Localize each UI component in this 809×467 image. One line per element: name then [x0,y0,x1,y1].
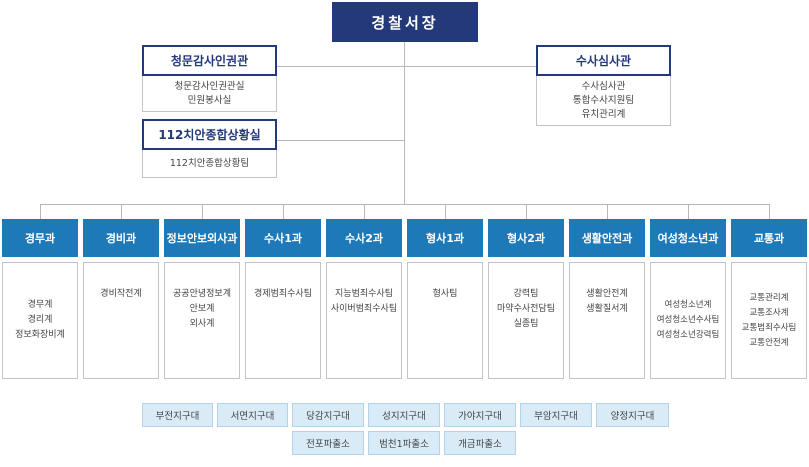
dept-items-investigation-1: 경제범죄수사팀 [245,262,321,379]
dept-item: 교통조사계 [749,307,789,318]
dept-title: 형사1과 [425,232,464,245]
dept-box-criminal-1: 형사1과 [407,219,483,257]
dept-items-security: 경비작전계 [83,262,159,379]
connector-dept-drop [688,204,689,219]
dept-item: 경제범죄수사팀 [254,289,312,299]
patrol-post: 당감지구대 [292,403,364,427]
dept-title: 경무과 [24,232,56,245]
dept-box-general-affairs: 경무과 [2,219,78,257]
dept-box-criminal-2: 형사2과 [488,219,564,257]
staff-box-112: 112치안종합상황실 [142,119,277,150]
dept-item: 경비작전계 [100,289,142,299]
dept-item: 공공안녕정보계 [173,289,231,299]
dept-item: 정보화장비계 [15,330,65,340]
staff-items-audit: 청문감사인권관실 민원봉사실 [142,76,277,112]
dept-item: 마약수사전담팀 [497,304,555,314]
staff-item: 수사심사관 [581,80,626,92]
dept-items-criminal-2: 강력팀 마약수사전담팀 실종팀 [488,262,564,379]
staff-box-audit: 청문감사인권관 [142,45,277,76]
connector-dept-drop [202,204,203,219]
dept-items-traffic: 교통관리계 교통조사계 교통범죄수사팀 교통안전계 [731,262,807,379]
dept-item: 여성청소년강력팀 [656,330,720,340]
patrol-post: 개금파출소 [444,431,516,455]
staff-box-investigation-review: 수사심사관 [536,45,671,76]
dept-box-security: 경비과 [83,219,159,257]
dept-title: 생활안전과 [581,232,633,245]
staff-title: 청문감사인권관 [170,54,249,68]
dept-item: 여성청소년계 [664,300,712,310]
dept-item: 지능범죄수사팀 [335,289,393,299]
dept-items-general-affairs: 경무계 경리계 정보화장비계 [2,262,78,379]
connector-dept-drop [445,204,446,219]
dept-title: 여성청소년과 [657,232,719,245]
dept-item: 안보계 [189,304,215,314]
staff-item: 통합수사지원팀 [572,94,635,106]
chief-box: 경찰서장 [332,2,478,42]
patrol-post: 서면지구대 [217,403,288,427]
connector-dept-drop [607,204,608,219]
dept-item: 경리계 [27,315,53,325]
dept-title: 경비과 [105,232,137,245]
connector-dept-drop [526,204,527,219]
connector-dept-drop [40,204,41,219]
dept-title: 형사2과 [506,232,545,245]
dept-item: 사이버범죄수사팀 [330,304,398,314]
patrol-post: 부전지구대 [142,403,213,427]
dept-item: 실종팀 [513,319,539,329]
patrol-post: 성지지구대 [368,403,440,427]
staff-item: 청문감사인권관실 [174,80,245,92]
dept-title: 수사2과 [344,232,383,245]
staff-title: 112치안종합상황실 [158,128,261,142]
dept-item: 강력팀 [513,289,539,299]
dept-item: 경무계 [27,300,53,310]
connector-dept-drop [769,204,770,219]
dept-title: 수사1과 [263,232,302,245]
dept-items-intelligence: 공공안녕정보계 안보계 외사계 [164,262,240,379]
staff-item: 민원봉사실 [187,94,232,106]
dept-item: 교통관리계 [749,292,789,303]
dept-items-women-youth: 여성청소년계 여성청소년수사팀 여성청소년강력팀 [650,262,726,379]
dept-box-investigation-2: 수사2과 [326,219,402,257]
staff-items-investigation-review: 수사심사관 통합수사지원팀 유치관리계 [536,76,671,126]
connector-main-vertical [404,42,405,204]
connector-dept-drop [364,204,365,219]
staff-title: 수사심사관 [575,54,632,68]
dept-items-criminal-1: 형사팀 [407,262,483,379]
patrol-post: 전포파출소 [292,431,364,455]
dept-item: 생활질서계 [586,304,628,314]
connector-dept-drop [283,204,284,219]
dept-item: 여성청소년수사팀 [656,315,720,325]
dept-items-investigation-2: 지능범죄수사팀 사이버범죄수사팀 [326,262,402,379]
patrol-post: 범천1파출소 [368,431,440,455]
dept-item: 교통안전계 [749,337,789,348]
staff-items-112: 112치안종합상황팀 [142,150,277,178]
dept-item: 생활안전계 [586,289,628,299]
patrol-post: 양정지구대 [596,403,669,427]
connector-staff-horizontal [210,66,610,67]
dept-box-community-safety: 생활안전과 [569,219,645,257]
connector-dept-horizontal [41,204,770,205]
dept-title: 정보안보외사과 [166,232,238,245]
dept-box-intelligence: 정보안보외사과 [164,219,240,257]
dept-box-investigation-1: 수사1과 [245,219,321,257]
dept-box-women-youth: 여성청소년과 [650,219,726,257]
connector-dept-drop [121,204,122,219]
dept-title: 교통과 [753,232,785,245]
dept-items-community-safety: 생활안전계 생활질서계 [569,262,645,379]
staff-item: 112치안종합상황팀 [169,157,250,169]
dept-item: 교통범죄수사팀 [741,322,797,333]
connector-staff2-horizontal [210,140,405,141]
dept-box-traffic: 교통과 [731,219,807,257]
patrol-post: 부암지구대 [520,403,592,427]
dept-item: 외사계 [189,319,215,329]
dept-item: 형사팀 [432,289,458,299]
staff-item: 유치관리계 [581,108,626,120]
patrol-post: 가야지구대 [444,403,516,427]
